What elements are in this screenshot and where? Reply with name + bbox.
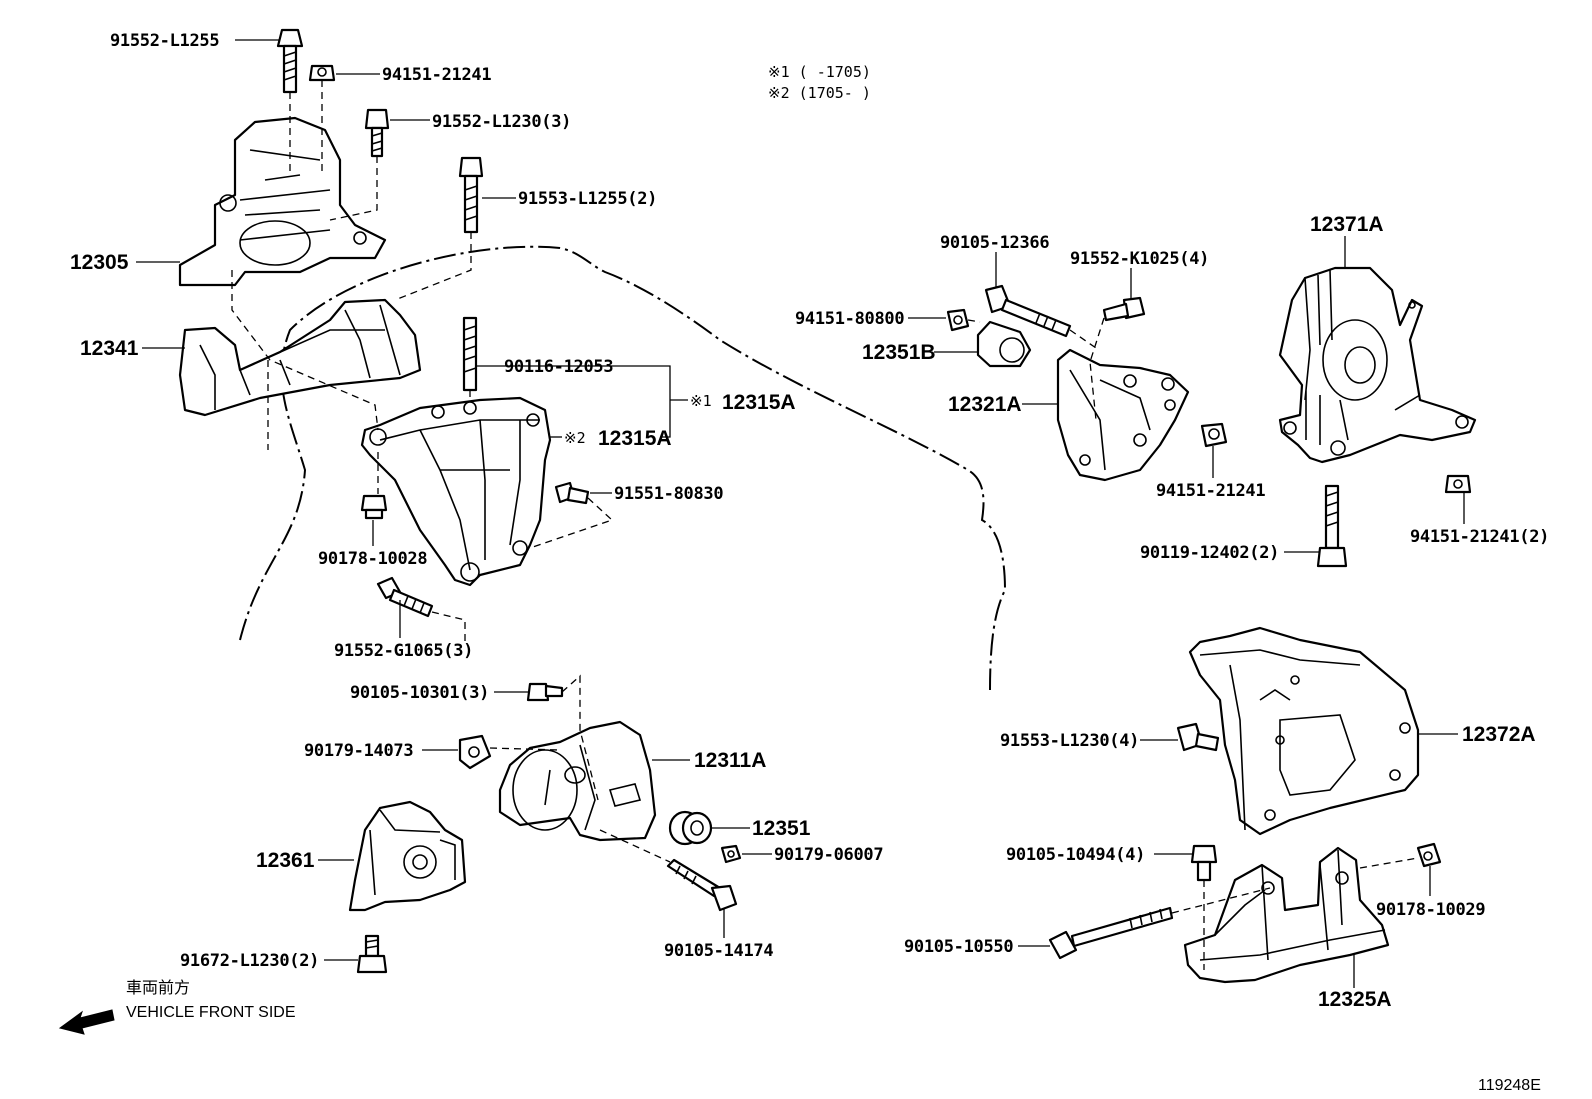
label-90105-14174: 90105-14174 bbox=[664, 941, 773, 961]
vehicle-body-outline bbox=[239, 245, 1007, 691]
label-90179-06007: 90179-06007 bbox=[774, 845, 883, 865]
nut-94151-21241-top bbox=[308, 64, 336, 82]
note-1: ※1 ( -1705) bbox=[768, 63, 871, 81]
bolt-91672-L1230 bbox=[356, 934, 388, 974]
label-12311A: 12311A bbox=[694, 749, 766, 772]
bolt-90105-10301 bbox=[526, 682, 564, 702]
label-94151-21241-mid: 94151-21241 bbox=[1156, 481, 1265, 501]
bolt-91552-L1255 bbox=[276, 28, 304, 94]
label-90105-12366: 90105-12366 bbox=[940, 233, 1049, 253]
note-2: ※2 (1705- ) bbox=[768, 84, 871, 102]
label-91552-G1065: 91552-G1065(3) bbox=[334, 641, 473, 661]
engine-mount-12305 bbox=[178, 116, 387, 287]
bracket-12315A bbox=[360, 396, 552, 587]
nut-90178-10029 bbox=[1416, 842, 1442, 868]
label-12341: 12341 bbox=[80, 337, 139, 360]
mount-12311A bbox=[498, 720, 657, 842]
label-12315A-2: 12315A bbox=[598, 427, 672, 450]
vehicle-front-indicator: 車両前方 VEHICLE FRONT SIDE bbox=[58, 979, 296, 1035]
bracket-12372A bbox=[1188, 626, 1420, 836]
label-91551-80830: 91551-80830 bbox=[614, 484, 723, 504]
bracket-12321A bbox=[1056, 348, 1190, 482]
label-90178-10029: 90178-10029 bbox=[1376, 900, 1485, 920]
label-90119-12402: 90119-12402(2) bbox=[1140, 543, 1279, 563]
label-90179-14073: 90179-14073 bbox=[304, 741, 413, 761]
nut-94151-80800 bbox=[946, 308, 970, 332]
bolt-90105-14174 bbox=[666, 858, 738, 912]
front-arrow-icon bbox=[58, 1009, 115, 1035]
label-12361: 12361 bbox=[256, 849, 315, 872]
label-91552-L1230: 91552-L1230(3) bbox=[432, 112, 571, 132]
bolt-90105-10550 bbox=[1048, 906, 1174, 960]
mount-12361 bbox=[348, 800, 467, 912]
assembly-lines bbox=[231, 80, 1419, 970]
bush-12351 bbox=[668, 810, 713, 846]
label-94151-21241-pair: 94151-21241(2) bbox=[1410, 527, 1549, 547]
stud-90116-12053 bbox=[462, 316, 478, 392]
nut-94151-21241-pair bbox=[1444, 474, 1472, 494]
bush-12351B bbox=[976, 320, 1032, 368]
nut-90178-10028 bbox=[360, 494, 388, 520]
front-label-en: VEHICLE FRONT SIDE bbox=[126, 1004, 296, 1021]
label-94151-21241-top: 94151-21241 bbox=[382, 65, 491, 85]
mark-1: ※1 bbox=[690, 392, 712, 410]
front-label-jp: 車両前方 bbox=[126, 979, 190, 997]
bolt-90119-12402 bbox=[1316, 484, 1348, 568]
label-12351: 12351 bbox=[752, 817, 811, 840]
label-12351B: 12351B bbox=[862, 341, 936, 364]
label-91672-L1230: 91672-L1230(2) bbox=[180, 951, 319, 971]
leader-lines bbox=[136, 39, 1465, 988]
label-90116-12053: 90116-12053 bbox=[504, 357, 613, 377]
label-90105-10301: 90105-10301(3) bbox=[350, 683, 489, 703]
label-12321A: 12321A bbox=[948, 393, 1022, 416]
label-12371A: 12371A bbox=[1310, 213, 1384, 236]
nut-90179-14073 bbox=[458, 734, 492, 770]
label-91553-L1230: 91553-L1230(4) bbox=[1000, 731, 1139, 751]
illustration-id: 119248E bbox=[1478, 1077, 1541, 1094]
bolt-91552-G1065 bbox=[376, 576, 434, 618]
bolt-91552-K1025 bbox=[1102, 296, 1146, 322]
bolt-90105-12366 bbox=[984, 284, 1072, 338]
bolt-91551-80830 bbox=[554, 481, 590, 505]
nut-90179-06007 bbox=[720, 844, 742, 864]
label-90105-10494: 90105-10494(4) bbox=[1006, 845, 1145, 865]
label-90105-10550: 90105-10550 bbox=[904, 937, 1013, 957]
label-94151-80800: 94151-80800 bbox=[795, 309, 904, 329]
bracket-12341 bbox=[178, 298, 422, 417]
stud-91553-L1255 bbox=[458, 156, 484, 234]
mark-2: ※2 bbox=[564, 429, 586, 447]
label-12305: 12305 bbox=[70, 251, 129, 274]
label-12372A: 12372A bbox=[1462, 723, 1536, 746]
label-91553-L1255: 91553-L1255(2) bbox=[518, 189, 657, 209]
label-12315A-1: 12315A bbox=[722, 391, 796, 414]
bolt-91553-L1230 bbox=[1176, 722, 1220, 752]
label-90178-10028: 90178-10028 bbox=[318, 549, 427, 569]
bolt-90105-10494 bbox=[1190, 844, 1218, 882]
label-91552-L1255: 91552-L1255 bbox=[110, 31, 219, 51]
bolt-91552-L1230 bbox=[364, 108, 390, 158]
label-91552-K1025: 91552-K1025(4) bbox=[1070, 249, 1209, 269]
mount-12371A bbox=[1278, 266, 1477, 464]
bracket-12325A bbox=[1183, 846, 1390, 984]
label-12325A: 12325A bbox=[1318, 988, 1392, 1011]
nut-94151-21241-mid bbox=[1200, 422, 1228, 448]
